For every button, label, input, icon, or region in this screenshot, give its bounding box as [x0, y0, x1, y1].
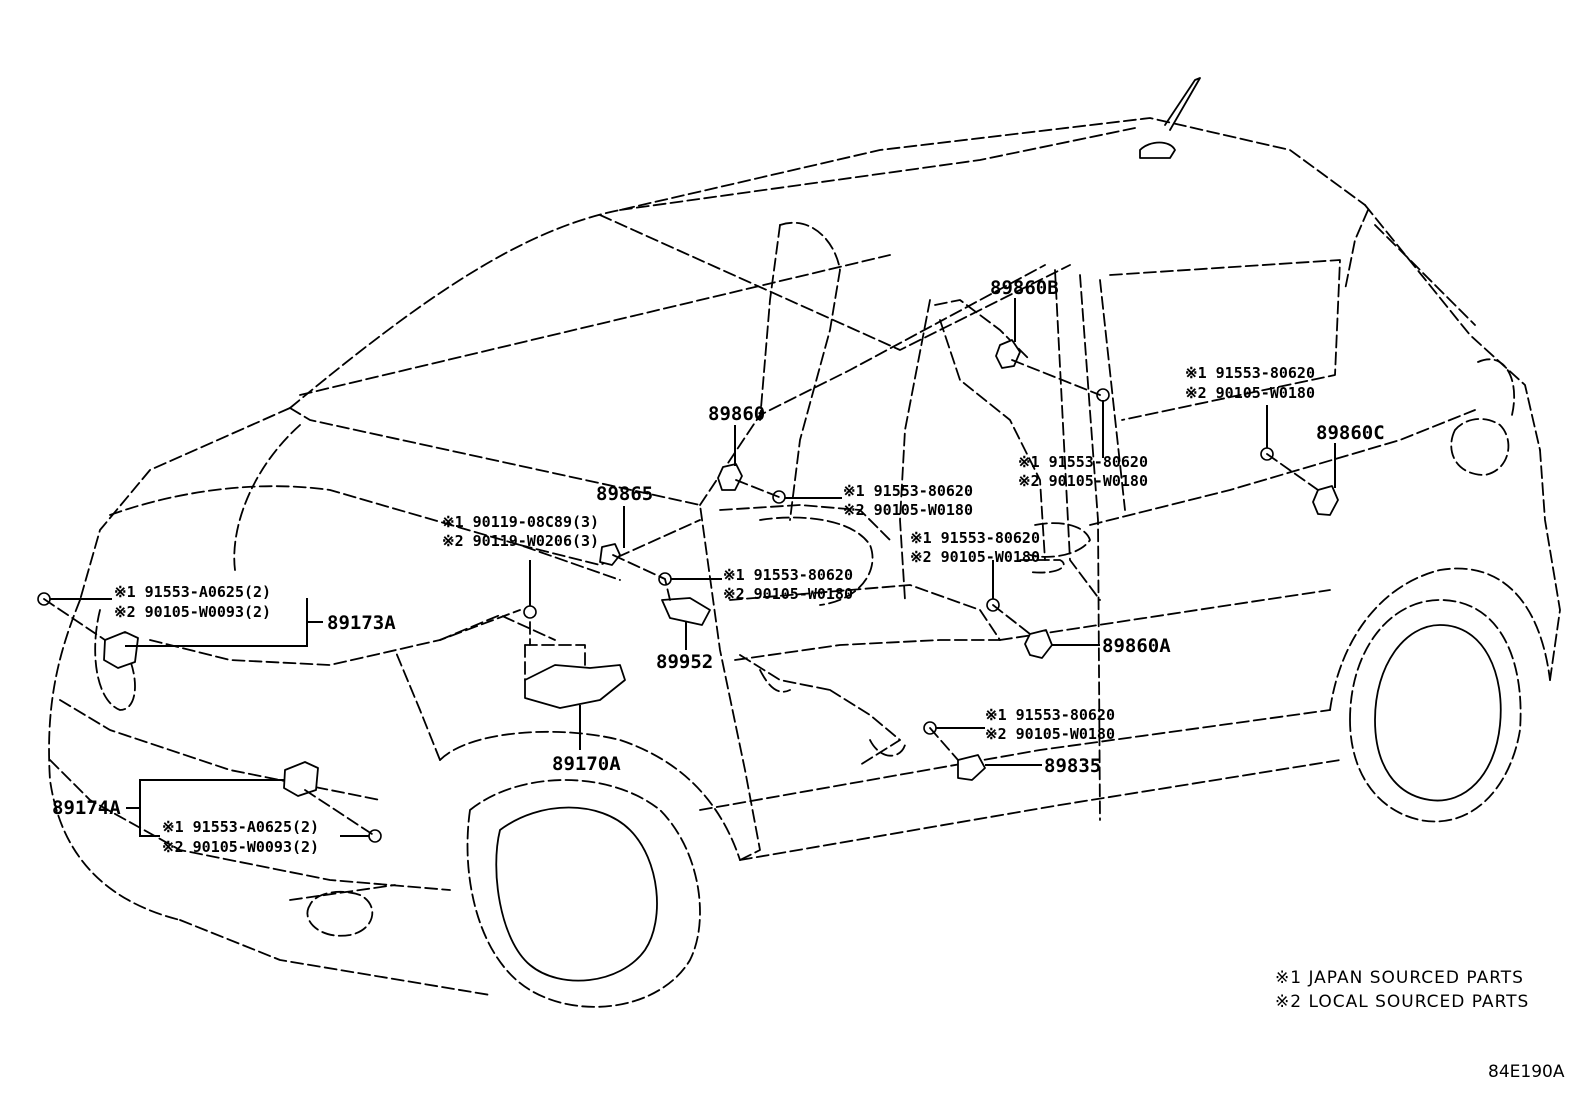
labels: 89860B 89860 89865 89860C 89173A 89952 8… [52, 277, 1565, 1082]
label-89952: 89952 [656, 651, 713, 673]
part-rear-pillar-1: ※1 91553-80620 [1185, 364, 1315, 382]
part-rear-pillar-2: ※2 90105-W0180 [1185, 384, 1315, 402]
airbag-ecu-89170a [524, 664, 626, 709]
part-ecu-bolt-2: ※2 90119-W0206(3) [442, 532, 599, 550]
part-door-lower-1: ※1 91553-80620 [910, 529, 1040, 547]
bolt-icon [523, 605, 537, 619]
sensor-89860 [717, 463, 743, 491]
label-89173a: 89173A [327, 612, 396, 634]
sensor-89835 [957, 754, 986, 781]
car-body-outline [48, 77, 1561, 1008]
diagram-code: 84E190A [1488, 1062, 1565, 1082]
part-rocker-2: ※2 90105-W0180 [985, 725, 1115, 743]
leader-lines [50, 298, 1336, 837]
label-89170a: 89170A [552, 753, 621, 775]
sensor-89860b [995, 339, 1021, 369]
part-front-upper-2: ※2 90105-W0093(2) [114, 603, 271, 621]
label-89860: 89860 [708, 403, 765, 425]
part-floor-center-2: ※2 90105-W0180 [723, 585, 853, 603]
sensor-89173a [103, 631, 139, 669]
part-a-pillar-1: ※1 91553-80620 [843, 482, 973, 500]
label-89860c: 89860C [1316, 422, 1385, 444]
label-89865: 89865 [596, 483, 653, 505]
part-floor-center-1: ※1 91553-80620 [723, 566, 853, 584]
part-front-lower-1: ※1 91553-A0625(2) [162, 818, 319, 836]
part-front-upper-1: ※1 91553-A0625(2) [114, 583, 271, 601]
part-a-pillar-2: ※2 90105-W0180 [843, 501, 973, 519]
sensor-89952 [661, 597, 711, 626]
part-door-lower-2: ※2 90105-W0180 [910, 548, 1040, 566]
legend-japan: ※1 JAPAN SOURCED PARTS [1275, 968, 1524, 988]
sensor-89860c [1312, 485, 1339, 516]
part-b-pillar-2: ※2 90105-W0180 [1018, 472, 1148, 490]
sensor-89860a [1024, 629, 1053, 659]
label-89174a: 89174A [52, 797, 121, 819]
bolt-icon [368, 829, 382, 843]
label-89835: 89835 [1044, 755, 1101, 777]
label-89860b: 89860B [990, 277, 1059, 299]
sensor-89174a [283, 761, 319, 797]
part-ecu-bolt-1: ※1 90119-08C89(3) [442, 513, 599, 531]
legend-local: ※2 LOCAL SOURCED PARTS [1275, 992, 1529, 1012]
part-front-lower-2: ※2 90105-W0093(2) [162, 838, 319, 856]
label-89860a: 89860A [1102, 635, 1171, 657]
components [37, 339, 1339, 843]
part-b-pillar-1: ※1 91553-80620 [1018, 453, 1148, 471]
part-rocker-1: ※1 91553-80620 [985, 706, 1115, 724]
sensor-89865 [599, 543, 621, 566]
